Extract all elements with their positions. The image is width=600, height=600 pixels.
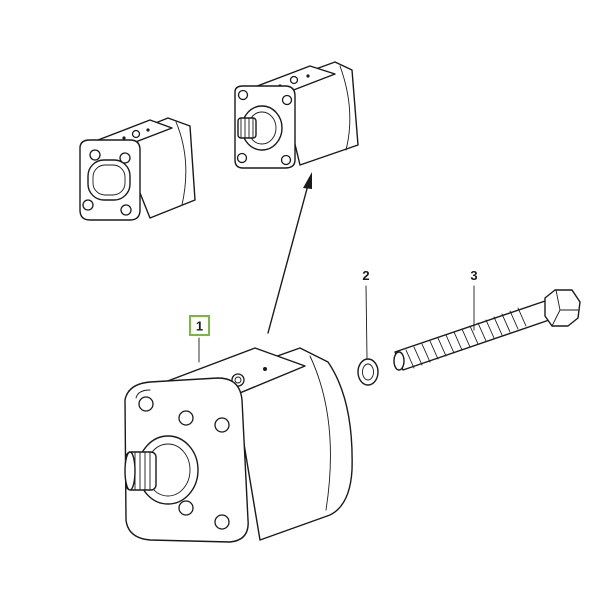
callout-1-label: 1	[196, 319, 203, 334]
callout-1[interactable]: 1	[189, 315, 210, 336]
variant-arrow	[267, 172, 312, 334]
pump-variant-rear-view	[79, 117, 196, 221]
hex-bolt	[393, 289, 581, 371]
callout-2[interactable]: 2	[362, 268, 369, 283]
main-gear-pump	[124, 347, 353, 543]
pump-variant-front-view	[234, 61, 359, 169]
callout-2-label: 2	[362, 268, 369, 283]
callout-3-label: 3	[470, 268, 477, 283]
callout-3[interactable]: 3	[470, 268, 477, 283]
washer	[357, 358, 379, 386]
callout-1-highlight-box	[189, 315, 210, 336]
leader-lines	[198, 285, 475, 363]
